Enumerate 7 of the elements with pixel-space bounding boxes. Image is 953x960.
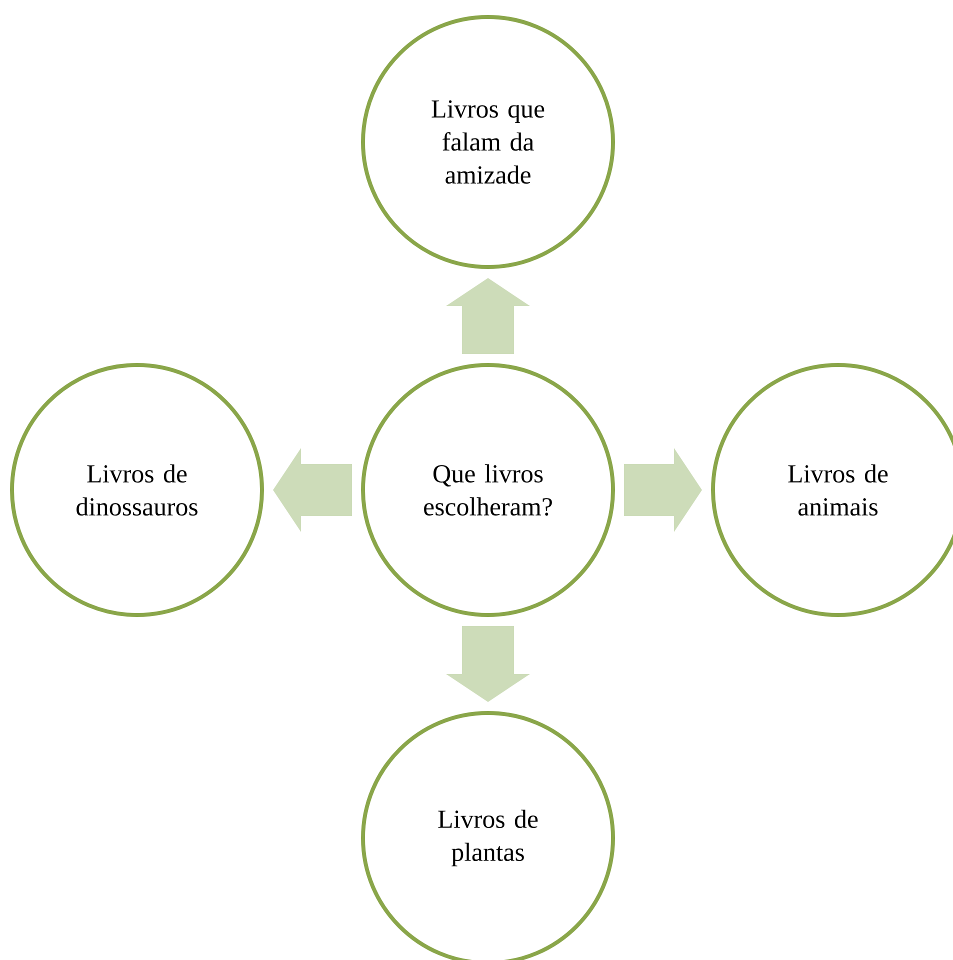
circle-node: Livros de dinossauros <box>10 363 264 617</box>
block-arrow <box>273 448 352 532</box>
circle-node: Livros que falam da amizade <box>361 15 615 269</box>
circle-node: Que livros escolheram? <box>361 363 615 617</box>
block-arrow <box>446 278 530 354</box>
block-arrow <box>624 448 702 532</box>
block-arrow <box>446 626 530 702</box>
